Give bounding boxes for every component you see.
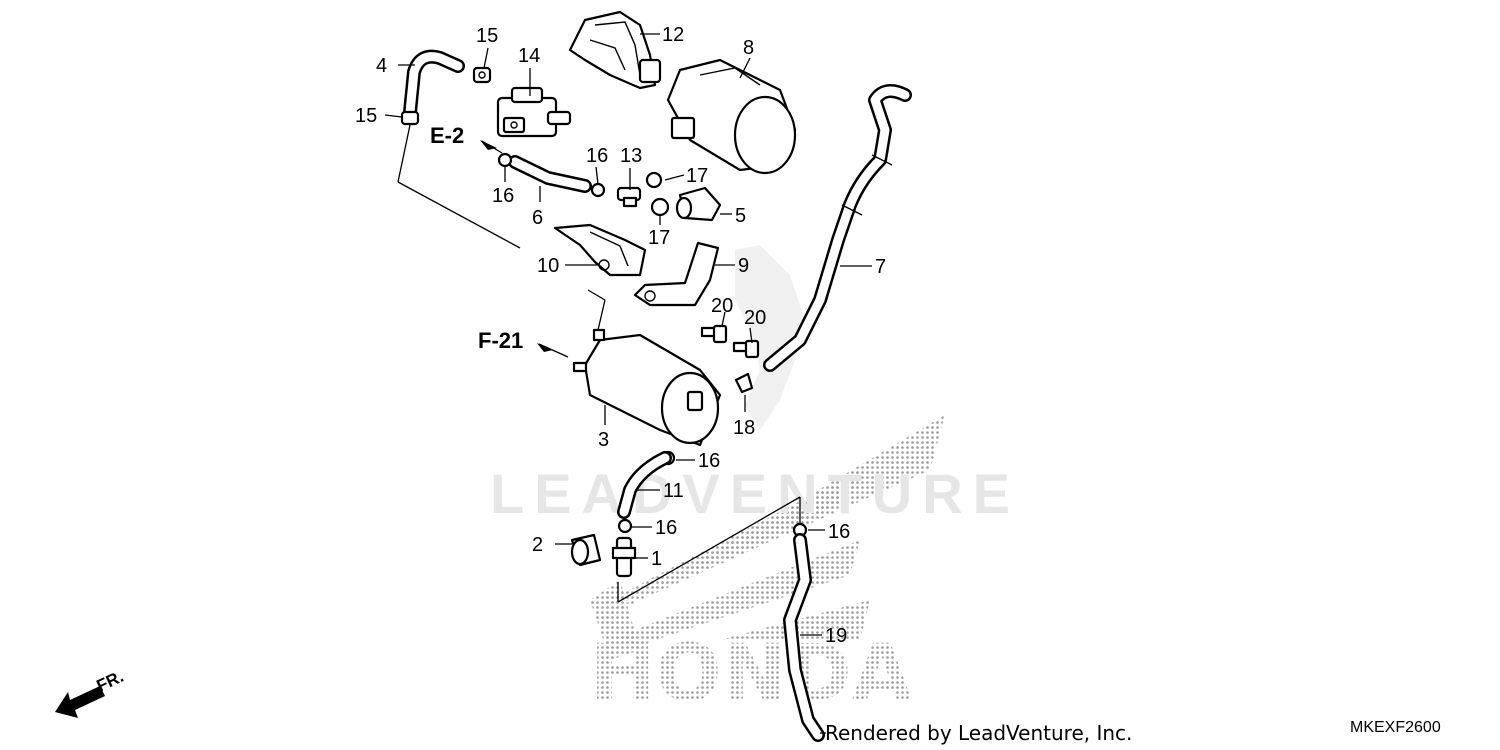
part-1-fitting[interactable] [611,536,637,578]
callout-9[interactable]: 9 [738,255,749,277]
part-7-long-hose[interactable] [763,84,912,372]
part-11-hose[interactable] [617,451,672,519]
callout-20-left[interactable]: 20 [711,295,733,317]
callout-14[interactable]: 14 [518,45,540,67]
part-5-cap[interactable] [675,186,722,222]
callout-10[interactable]: 10 [537,255,559,277]
part-20-bolt-left[interactable] [700,324,728,344]
callout-17-lower[interactable]: 17 [648,227,670,249]
part-10-bracket[interactable] [553,223,647,277]
part-13-fitting[interactable] [616,186,642,208]
callout-16-left[interactable]: 16 [492,185,514,207]
part-16-clamp-b[interactable] [590,182,606,198]
callout-7[interactable]: 7 [875,256,886,278]
rendered-by-text: Rendered by LeadVenture, Inc. [825,721,1132,745]
part-4-hose[interactable] [403,49,465,119]
part-15-clamp-top[interactable] [472,66,492,84]
ref-e2[interactable]: E-2 [430,123,464,148]
honda-wing-watermark: HONDA [590,415,945,719]
callout-12[interactable]: 12 [662,24,684,46]
part-3-evap-canister[interactable] [572,328,722,447]
callout-16-right[interactable]: 16 [828,521,850,543]
callout-13[interactable]: 13 [620,145,642,167]
honda-logo-text: HONDA [590,629,912,719]
callout-20-right[interactable]: 20 [744,307,766,329]
part-16-clamp-a[interactable] [497,152,513,168]
part-15-clamp-left[interactable] [400,110,420,126]
callout-16-mid[interactable]: 16 [698,450,720,472]
part-20-bolt-right[interactable] [732,339,760,359]
part-18-clip[interactable] [734,372,754,394]
callout-11[interactable]: 11 [663,480,684,502]
diagram-code: MKEXF2600 [1350,719,1441,736]
ref-f21[interactable]: F-21 [478,328,523,353]
part-17-clip-bottom[interactable] [650,197,670,217]
horse-watermark-icon [735,245,805,430]
callout-labels: 4 15 15 14 12 8 16 16 6 13 17 5 17 10 9 … [355,24,886,647]
callout-2[interactable]: 2 [532,534,543,556]
callout-5[interactable]: 5 [735,205,746,227]
part-12-cover[interactable] [568,10,662,90]
front-direction-indicator: FR. [55,667,127,718]
part-17-clip-top[interactable] [645,171,663,189]
callout-16-lower[interactable]: 16 [655,517,677,539]
callout-4[interactable]: 4 [376,55,387,77]
leadventure-watermark: LEADVENTURE [490,462,1020,525]
part-8-filter-housing[interactable] [666,58,797,175]
callout-16-upper[interactable]: 16 [586,145,608,167]
part-2-cap[interactable] [570,533,602,567]
callout-15-left[interactable]: 15 [355,105,377,127]
callout-1[interactable]: 1 [651,548,662,570]
leader-lines [384,33,872,734]
callout-8[interactable]: 8 [743,37,754,59]
callout-17-upper[interactable]: 17 [686,165,708,187]
part-16-clamp-d[interactable] [617,518,633,534]
callout-6[interactable]: 6 [532,207,543,229]
part-6-small-hose[interactable] [508,155,592,193]
callout-15-top[interactable]: 15 [476,25,498,47]
part-19-drain-hose[interactable] [783,533,825,742]
callout-3[interactable]: 3 [598,429,609,451]
part-14-solenoid-valve[interactable] [496,86,572,138]
callout-18[interactable]: 18 [733,417,755,439]
part-9-bracket[interactable] [633,241,720,307]
callout-19[interactable]: 19 [825,625,847,647]
front-arrow-icon [55,686,105,718]
